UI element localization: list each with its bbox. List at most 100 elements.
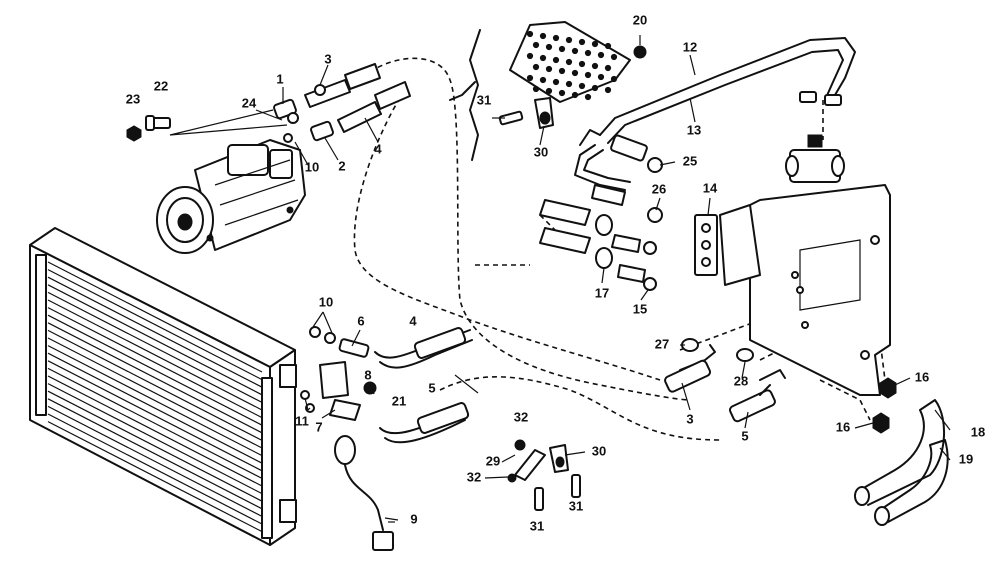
part-label-21: 21 — [392, 393, 406, 408]
part-label-27: 27 — [655, 336, 669, 351]
shield-hole — [584, 93, 592, 101]
part-label-3: 3 — [686, 411, 693, 426]
shield-hole — [552, 56, 560, 64]
break-lines — [449, 29, 481, 161]
part-label-15: 15 — [633, 301, 647, 316]
shield-hole — [591, 84, 599, 92]
evaporator-housing — [719, 184, 891, 396]
shield-hole — [552, 34, 560, 42]
shield-hole — [532, 63, 540, 71]
part-label-4: 4 — [374, 141, 382, 156]
shield-hole — [532, 41, 540, 49]
part-label-10: 10 — [305, 159, 319, 174]
part-label-7: 7 — [315, 419, 322, 434]
condenser-fin — [47, 405, 263, 517]
part-label-29: 29 — [486, 453, 500, 468]
shield-hole — [539, 54, 547, 62]
part-label-31: 31 — [569, 498, 583, 513]
shield-hole — [558, 45, 566, 53]
heater-hoses — [854, 377, 949, 526]
shield-hole — [558, 67, 566, 75]
shield-hole — [591, 40, 599, 48]
shield-hole — [578, 82, 586, 90]
expansion-valve — [785, 134, 845, 183]
part-label-31: 31 — [530, 518, 544, 533]
condenser-fin — [47, 383, 263, 495]
shield-hole — [565, 36, 573, 44]
part-label-30: 30 — [592, 443, 606, 458]
part-label-5: 5 — [428, 380, 435, 395]
condenser-fittings — [300, 326, 394, 551]
perforated-shield — [509, 21, 647, 103]
shield-hole — [610, 53, 618, 61]
shield-hole — [578, 38, 586, 46]
shield-hole — [545, 87, 553, 95]
shield-hole — [558, 89, 566, 97]
part-label-3: 3 — [324, 51, 331, 66]
condenser-fin — [47, 337, 263, 449]
part-label-22: 22 — [154, 78, 168, 93]
condenser-fin — [47, 314, 263, 426]
part-label-6: 6 — [357, 313, 364, 328]
shield-hole — [584, 71, 592, 79]
part-label-1: 1 — [276, 71, 283, 86]
shield-hole — [532, 85, 540, 93]
part-label-10: 10 — [319, 294, 333, 309]
shield-hole — [571, 69, 579, 77]
condenser-fin — [47, 276, 263, 388]
part-label-28: 28 — [734, 373, 748, 388]
condenser-fin — [47, 329, 263, 441]
part-label-19: 19 — [959, 451, 973, 466]
condenser-fin — [47, 367, 263, 479]
condenser-fin — [47, 421, 263, 533]
part-label-13: 13 — [687, 122, 701, 137]
condenser-fin — [47, 291, 263, 403]
condenser-fin — [47, 375, 263, 487]
suction-discharge-hoses — [574, 37, 856, 191]
condenser-fin — [47, 307, 263, 419]
shield-hole — [552, 78, 560, 86]
shield-hole — [610, 75, 618, 83]
shield-hole — [571, 47, 579, 55]
part-label-14: 14 — [703, 180, 718, 195]
shield-hole — [526, 30, 534, 38]
part-label-32: 32 — [467, 469, 481, 484]
part-label-12: 12 — [683, 39, 697, 54]
part-label-17: 17 — [595, 285, 609, 300]
part-label-23: 23 — [126, 91, 140, 106]
condenser-fin — [47, 299, 263, 411]
shield-hole — [584, 49, 592, 57]
shield-hole — [591, 62, 599, 70]
compressor — [156, 139, 306, 254]
shield-hole — [565, 80, 573, 88]
shield-hole — [597, 73, 605, 81]
part-label-30: 30 — [534, 144, 548, 159]
part-label-2: 2 — [338, 158, 345, 173]
upper-clamp — [498, 97, 554, 129]
shield-hole — [571, 91, 579, 99]
lower-bracket — [507, 439, 581, 511]
part-label-4: 4 — [409, 313, 417, 328]
part-label-18: 18 — [971, 424, 985, 439]
part-label-20: 20 — [633, 12, 647, 27]
shield-hole — [604, 64, 612, 72]
condenser-fin — [47, 284, 263, 396]
part-label-32: 32 — [514, 409, 528, 424]
condenser — [29, 227, 297, 546]
shield-hole — [539, 32, 547, 40]
part-label-16: 16 — [836, 419, 850, 434]
shield-hole — [565, 58, 573, 66]
shield-hole — [604, 86, 612, 94]
condenser-fin — [47, 413, 263, 525]
shield-hole — [604, 42, 612, 50]
condenser-fin — [47, 322, 263, 434]
bolt-and-nut — [126, 115, 171, 142]
condenser-fin — [47, 390, 263, 502]
part-label-9: 9 — [410, 511, 417, 526]
leader-lines — [169, 35, 951, 523]
shield-hole — [545, 65, 553, 73]
condenser-fin — [47, 398, 263, 510]
part-label-11: 11 — [295, 413, 309, 428]
shield-hole — [526, 52, 534, 60]
